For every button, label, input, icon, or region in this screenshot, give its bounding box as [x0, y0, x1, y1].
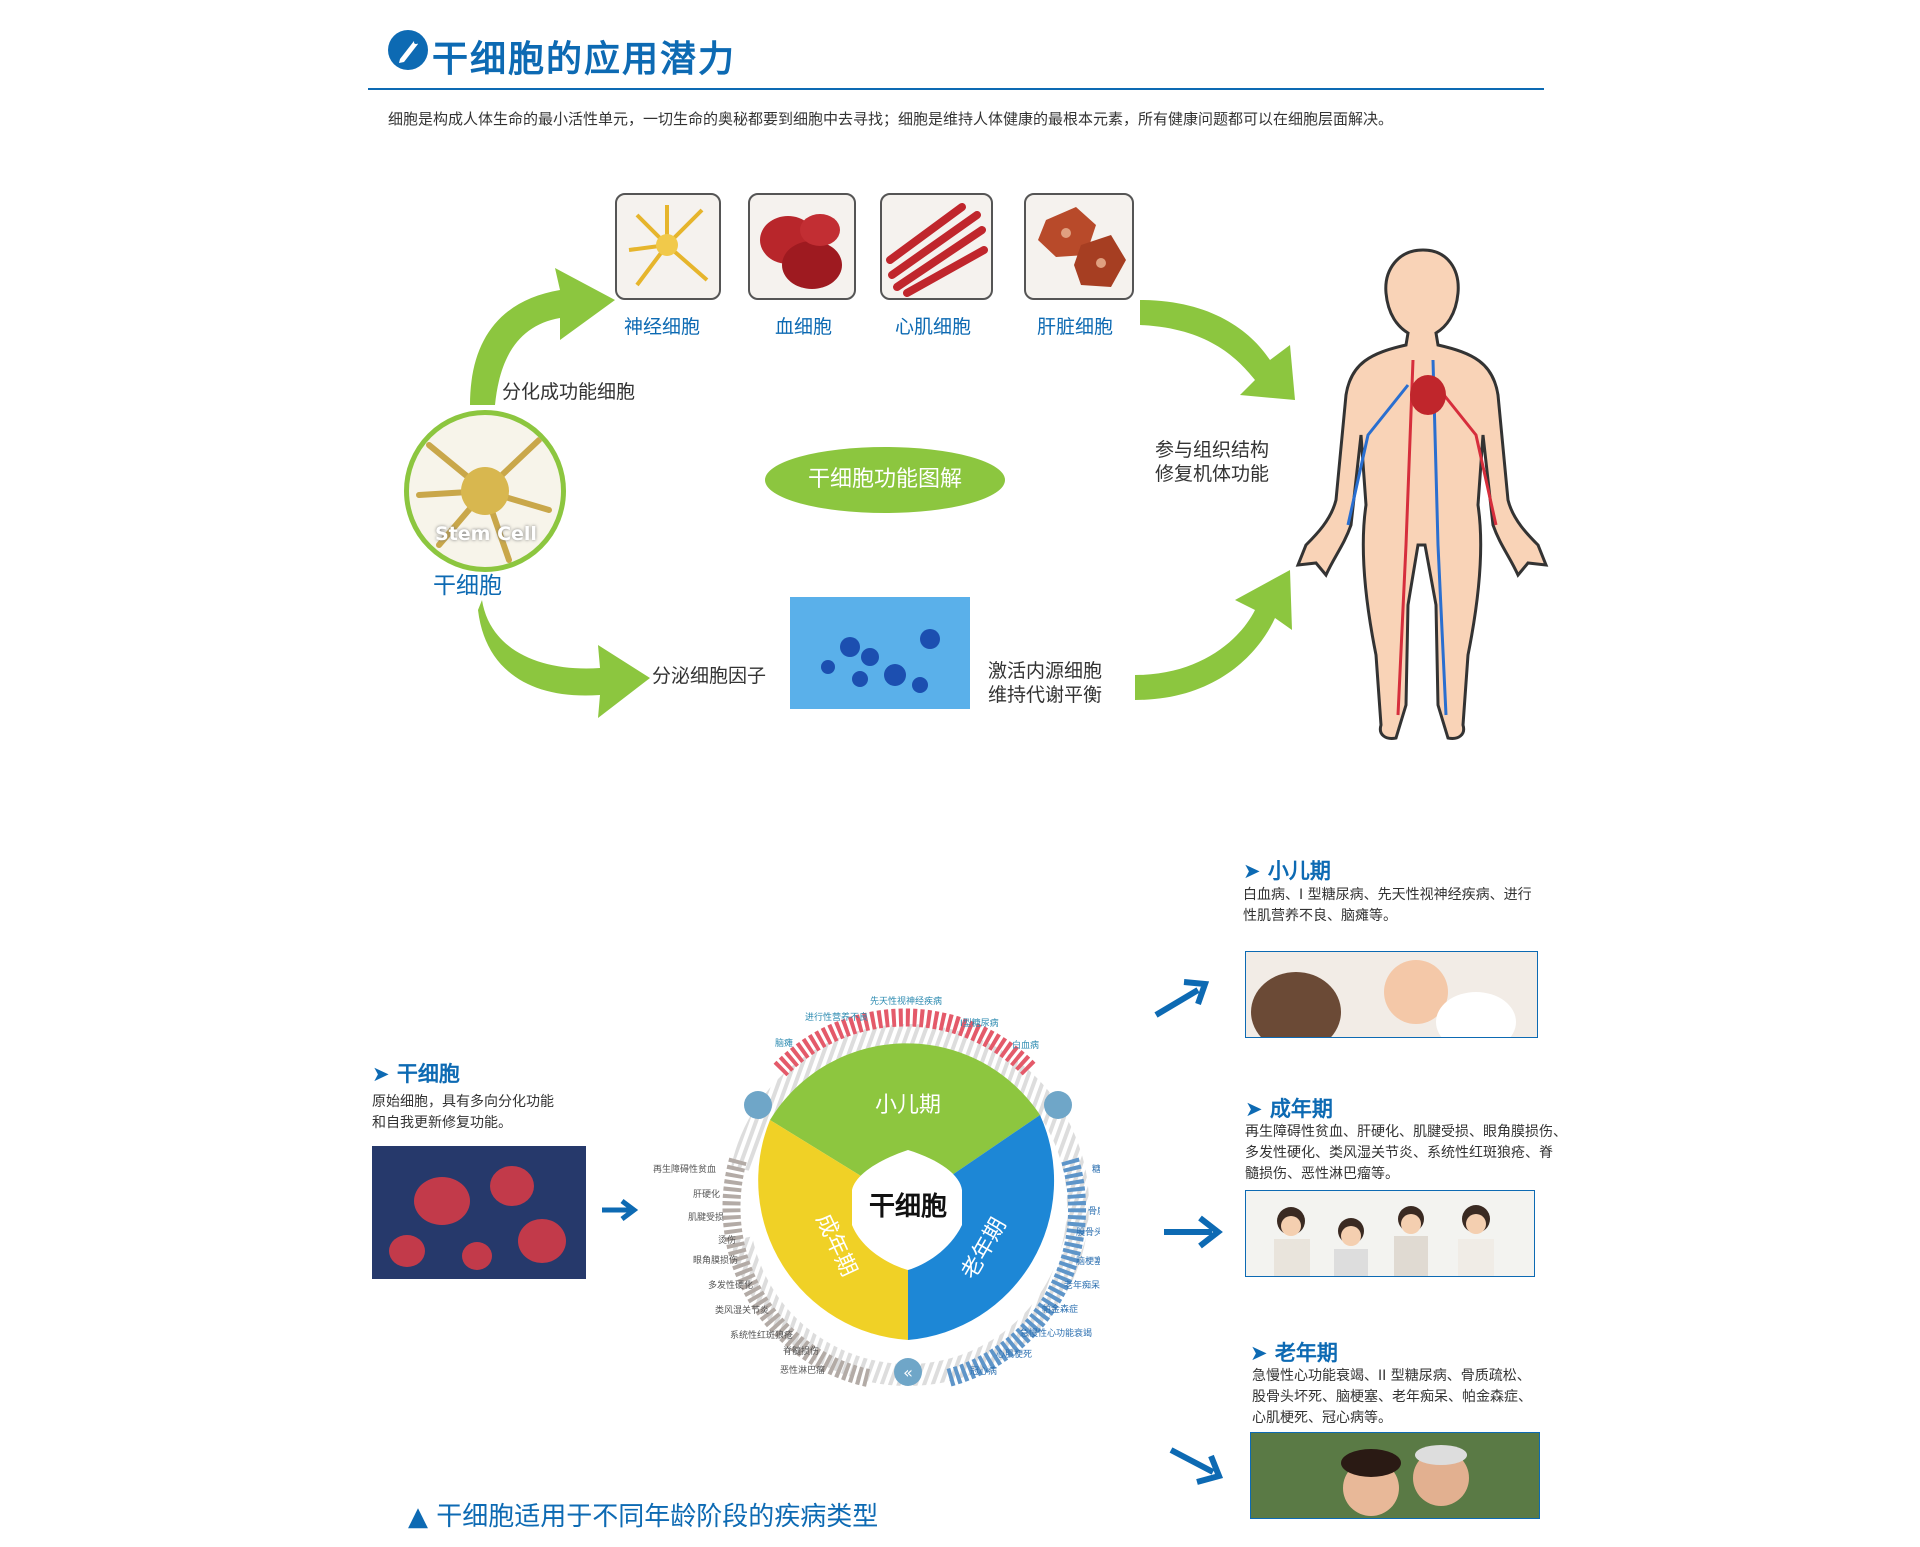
arrow-to-body-bottom: [1135, 570, 1292, 700]
age-disease-wheel: 干细胞 小儿期 成年期 老年期 « 脑瘫 进行性营养不良 先天性视神经疾病 I型…: [653, 995, 1100, 1387]
differentiate-label: 分化成功能细胞: [502, 381, 636, 403]
wheel-elder-disease: 帕金森症: [1042, 1303, 1078, 1315]
cell-label-blood: 血细胞: [775, 316, 833, 338]
cell-label-nerve: 神经细胞: [624, 316, 701, 338]
repair-label-2: 修复机体功能: [1155, 463, 1270, 485]
adult-desc-1: 再生障碍性贫血、肝硬化、肌腱受损、眼角膜损伤、: [1245, 1124, 1567, 1140]
intro-text: 细胞是构成人体生命的最小活性单元，一切生命的奥秘都要到细胞中去寻找；细胞是维持人…: [388, 110, 1394, 128]
stem-heading: ➤ 干细胞: [372, 1058, 460, 1088]
page-title: 干细胞的应用潜力: [432, 39, 737, 80]
arrow-to-adult-icon: [1164, 1215, 1223, 1249]
wheel-elder-disease: 脑梗塞: [1076, 1255, 1100, 1267]
human-body-illustration: [1295, 248, 1549, 740]
wheel-child-disease: I型糖尿病: [960, 1017, 999, 1029]
wheel-adult-disease: 系统性红斑狼疮: [730, 1329, 793, 1341]
stem-desc-1: 原始细胞，具有多向分化功能: [372, 1094, 554, 1110]
stem-cells-photo: [372, 1146, 586, 1279]
cell-label-cardiac: 心肌细胞: [895, 316, 972, 338]
arrow-to-body-top: [1140, 300, 1295, 400]
play-arrow-icon: ➤: [1243, 859, 1261, 883]
nerve-cell-image: [615, 193, 721, 300]
elder-heading-label: 老年期: [1274, 1341, 1338, 1365]
repair-label-1: 参与组织结构: [1155, 439, 1270, 461]
activate-label-1: 激活内源细胞: [988, 660, 1103, 682]
blood-cell-image: [748, 193, 856, 300]
child-heading-label: 小儿期: [1267, 859, 1331, 883]
adult-desc-3: 髓损伤、恶性淋巴瘤等。: [1245, 1166, 1399, 1182]
adult-heading: ➤ 成年期: [1245, 1093, 1333, 1123]
wheel-caption: ▲ 干细胞适用于不同年龄阶段的疾病类型: [408, 1496, 878, 1533]
cardiac-cell-image: [880, 193, 993, 300]
title-divider: [368, 88, 1544, 90]
adult-heading-label: 成年期: [1269, 1097, 1333, 1121]
child-heading: ➤ 小儿期: [1243, 855, 1331, 885]
wheel-child-disease: 白血病: [1012, 1039, 1039, 1051]
wheel-adult-disease: 肝硬化: [693, 1188, 720, 1200]
wheel-child-disease: 进行性营养不良: [805, 1011, 868, 1023]
arrow-down-secrete: [478, 600, 650, 718]
stem-cell-image: Stem Cell: [404, 410, 566, 572]
chevron-left-icon: «: [903, 1363, 913, 1382]
play-arrow-icon: ➤: [372, 1062, 390, 1086]
wheel-elder-disease: 急慢性心功能衰竭: [1020, 1327, 1092, 1339]
child-desc-1: 白血病、I 型糖尿病、先天性视神经疾病、进行: [1243, 887, 1532, 903]
play-arrow-icon: ➤: [1250, 1341, 1268, 1365]
wheel-child-disease: 脑瘫: [775, 1037, 793, 1049]
child-desc-2: 性肌营养不良、脑瘫等。: [1243, 908, 1397, 924]
pen-icon: [388, 30, 428, 70]
wheel-elder-disease: 老年痴呆: [1064, 1279, 1100, 1291]
elder-desc-1: 急慢性心功能衰竭、II 型糖尿病、骨质疏松、: [1252, 1368, 1531, 1384]
play-arrow-icon: ➤: [1245, 1097, 1263, 1121]
wheel-child-disease: 先天性视神经疾病: [870, 995, 942, 1007]
stem-heading-label: 干细胞: [396, 1062, 460, 1086]
elder-desc-3: 心肌梗死、冠心病等。: [1252, 1410, 1392, 1426]
triangle-up-icon: ▲: [408, 1502, 428, 1532]
wheel-adult-disease: 脊髓损伤: [783, 1345, 819, 1357]
wheel-elder-disease: 糖尿病: [1092, 1163, 1100, 1175]
stem-cell-label: 干细胞: [433, 573, 502, 599]
wheel-adult-disease: 再生障碍性贫血: [653, 1163, 716, 1175]
wheel-elder-disease: 骨质疏松: [1088, 1205, 1100, 1217]
wheel-adult-disease: 眼角膜损伤: [693, 1254, 738, 1266]
wheel-elder-disease: 心肌梗死: [996, 1348, 1032, 1360]
arrow-to-child-icon: [1154, 979, 1210, 1018]
function-diagram-arrows: [470, 268, 1295, 718]
cell-label-liver: 肝脏细胞: [1037, 316, 1114, 338]
stem-cell-caption: Stem Cell: [435, 523, 537, 545]
adult-desc-2: 多发性硬化、类风湿关节炎、系统性红斑狼疮、脊: [1245, 1145, 1553, 1161]
arrow-to-elder-icon: [1169, 1447, 1224, 1485]
liver-cell-image: [1024, 193, 1134, 300]
elder-photo: [1250, 1432, 1540, 1519]
function-diagram-badge: 干细胞功能图解: [765, 447, 1005, 513]
secrete-label: 分泌细胞因子: [652, 665, 767, 687]
wheel-elder-disease: 股骨头坏死: [1076, 1226, 1100, 1238]
wheel-center-label: 干细胞: [869, 1191, 947, 1222]
wheel-adult-disease: 多发性硬化: [708, 1279, 753, 1291]
elder-desc-2: 股骨头坏死、脑梗塞、老年痴呆、帕金森症、: [1252, 1389, 1532, 1405]
child-photo: [1245, 951, 1538, 1038]
arrow-right-icon: [602, 1199, 639, 1221]
stem-desc-2: 和自我更新修复功能。: [372, 1115, 512, 1131]
wheel-adult-disease: 肌腱受损: [688, 1211, 724, 1223]
wheel-elder-disease: 冠心病: [970, 1365, 997, 1377]
wheel-caption-text: 干细胞适用于不同年龄阶段的疾病类型: [436, 1502, 879, 1532]
cytokine-image: [790, 597, 970, 709]
elder-heading: ➤ 老年期: [1250, 1337, 1338, 1367]
wheel-adult-disease: 烫伤: [718, 1234, 736, 1246]
activate-label-2: 维持代谢平衡: [988, 684, 1103, 706]
adult-photo: [1245, 1190, 1535, 1277]
arrow-up-differentiate: [470, 268, 615, 405]
wheel-adult-disease: 恶性淋巴瘤: [780, 1364, 825, 1376]
wheel-adult-disease: 类风湿关节炎: [715, 1304, 769, 1316]
wheel-child-label: 小儿期: [875, 1093, 941, 1118]
